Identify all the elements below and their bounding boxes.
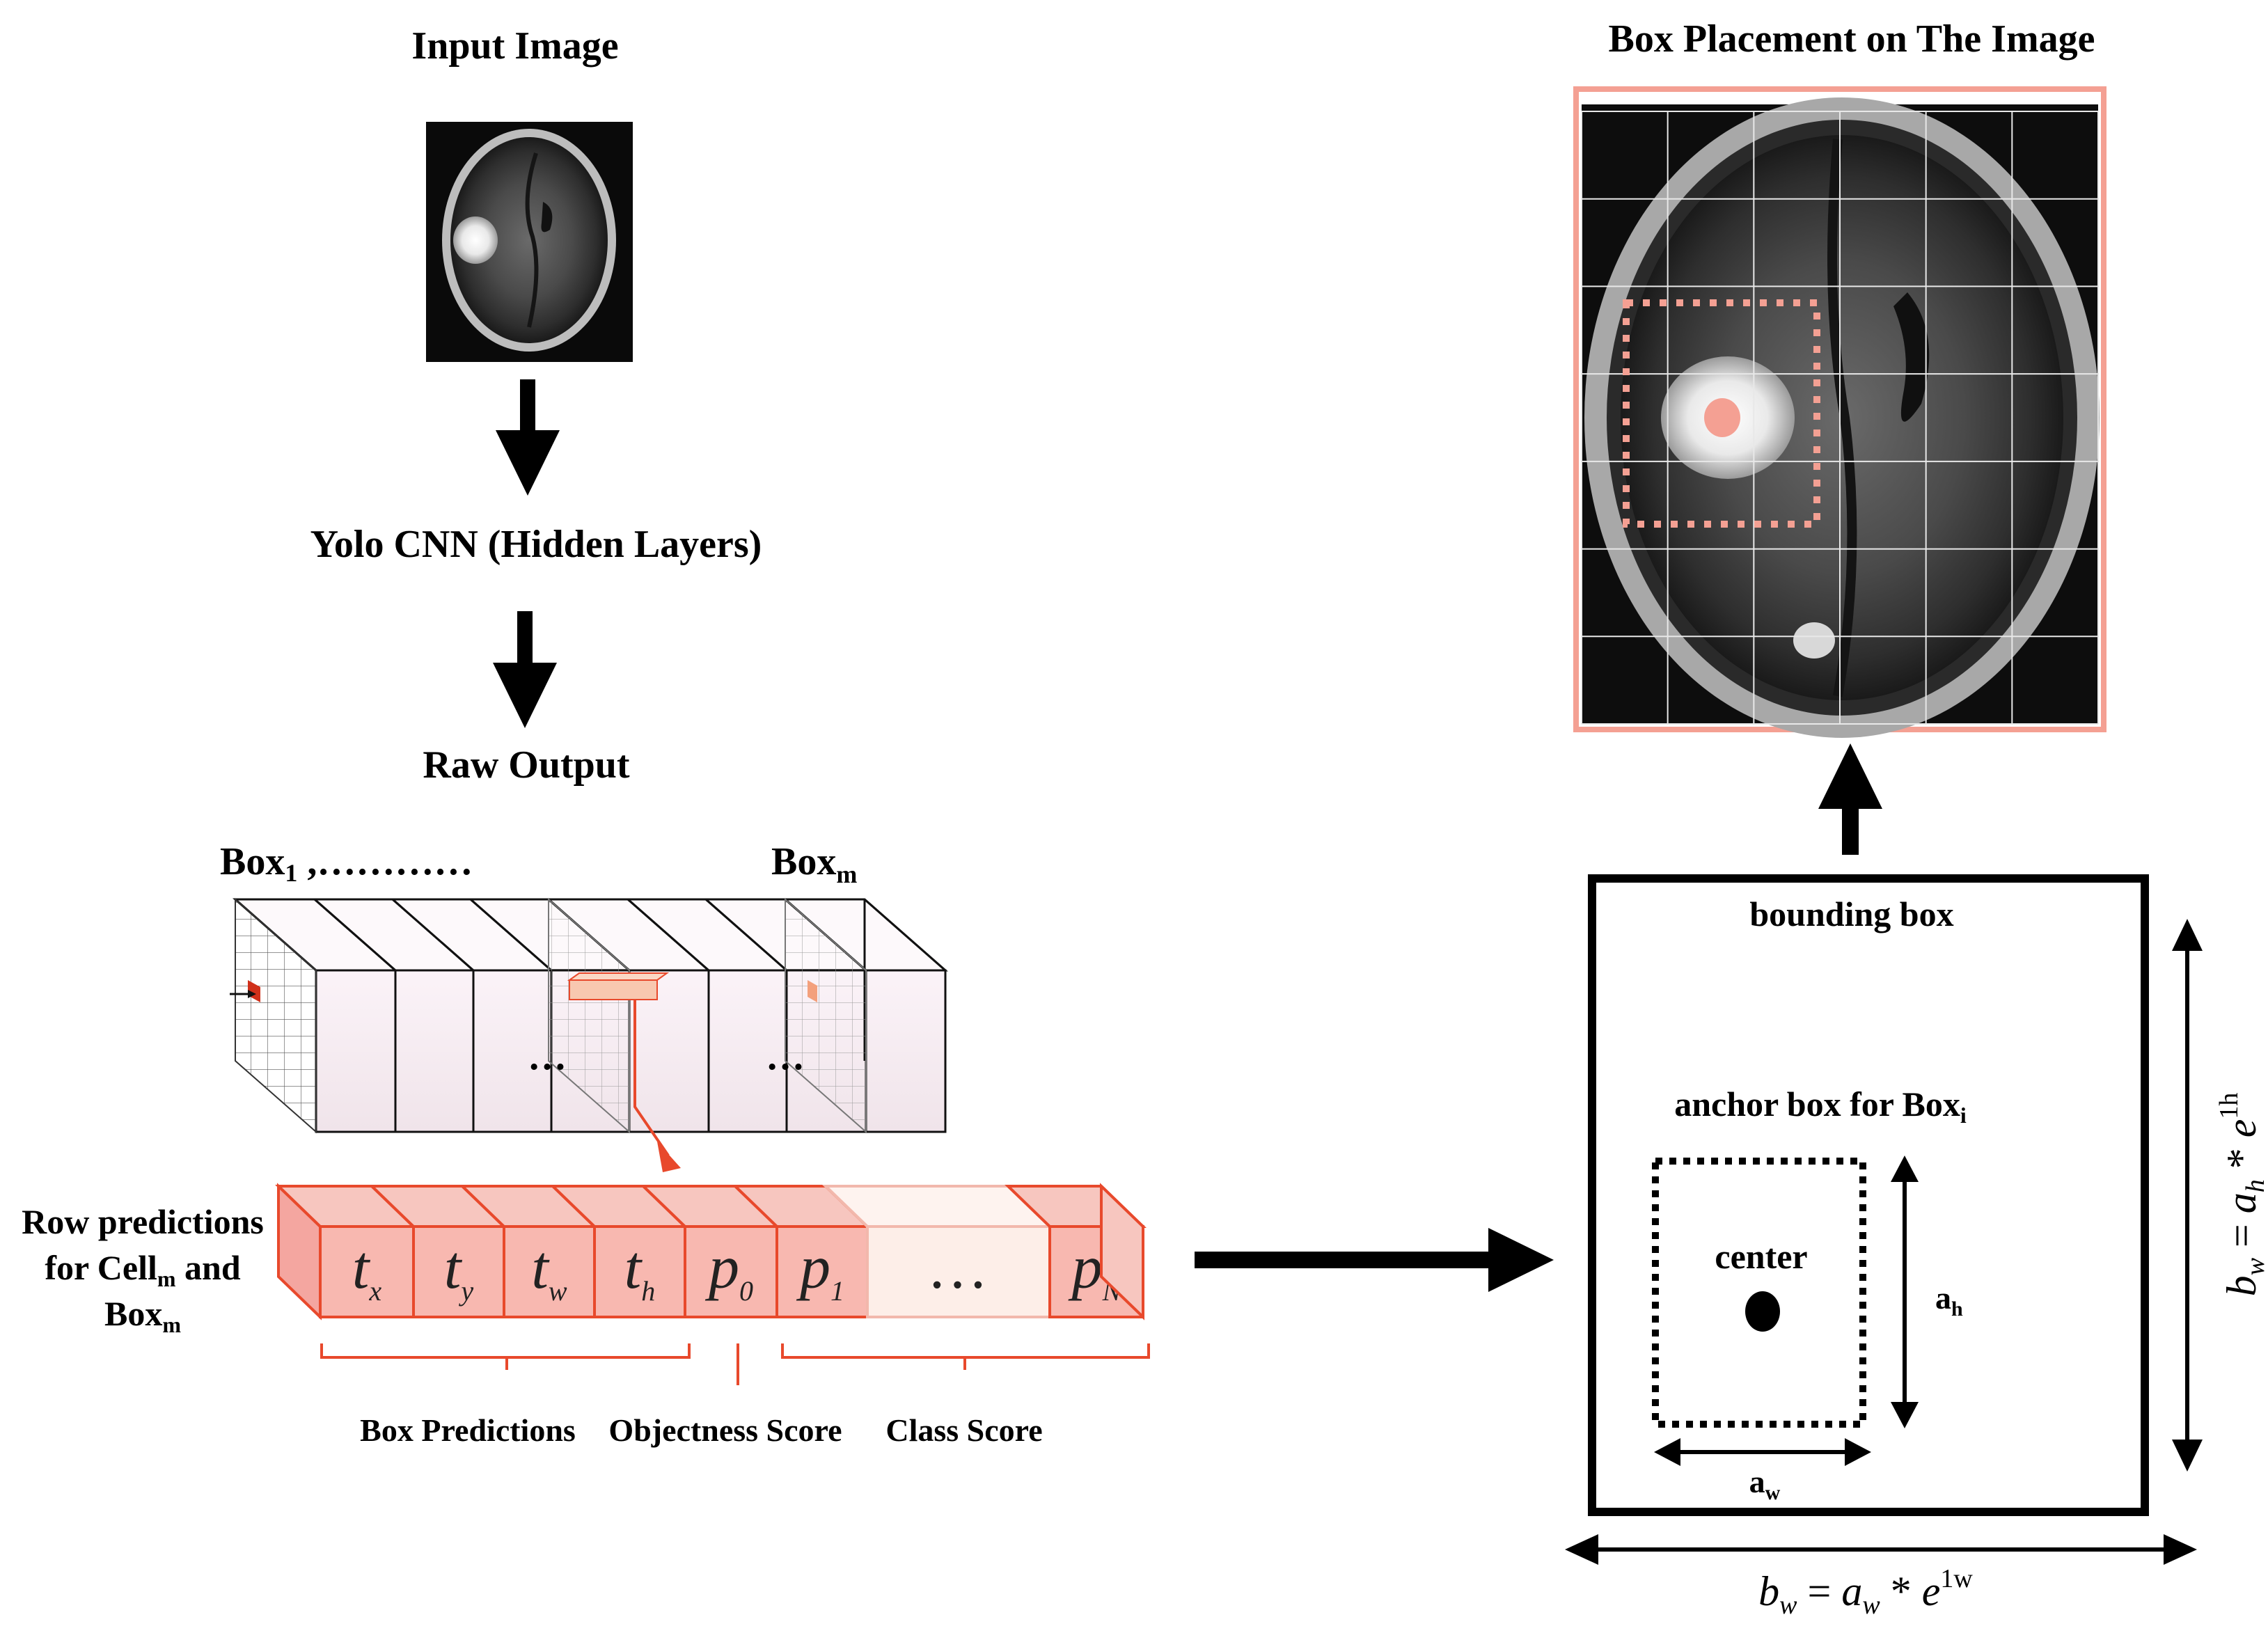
tensor-edge [864,898,946,972]
group-label-objectness: Objectness Score [608,1412,842,1448]
vector-cell [684,1225,778,1318]
last-slice-cell [808,980,817,1002]
placement-grid [1581,111,2099,725]
anchor-box-title: anchor box for Boxi [1674,1085,1967,1128]
tensor-edge [470,898,552,972]
row-link-arrow [633,1000,670,1157]
tensor-front-face [315,969,397,1133]
vector-cell-label: p1 [796,1234,844,1307]
output-tensor: … … [230,897,948,1172]
middle-slice-grid [548,897,630,1134]
vector-cell-label: tw [531,1234,567,1307]
box-first-label: Box1 ,………… [220,840,473,887]
vector-cell [775,1225,869,1318]
brace-box-predictions [320,1343,691,1370]
formula-right: bw = ah * e1h [2214,1093,2268,1297]
vector-cell-label: tx [352,1234,381,1307]
bounding-box-frame [1588,874,2149,1516]
bounding-box-diagram: bounding box anchor box for Boxi center … [1588,874,2149,1516]
yolo-cnn-title: Yolo CNN (Hidden Layers) [310,523,762,566]
group-braces [320,1343,1150,1385]
vector-cell-label: th [624,1234,655,1307]
ah-label: ah [1935,1280,1963,1320]
tensor-edge [627,898,709,972]
box-placement-title: Box Placement on The Image [1609,17,2095,61]
last-slice-grid [785,897,867,1134]
group-label-class-score: Class Score [885,1412,1042,1448]
tensor-front-face [394,969,475,1133]
row-predictions-line1: Row predictions [22,1202,264,1241]
vector-cell-label: ty [444,1234,473,1307]
right-arrow [1195,1228,1554,1292]
anchor-box [1652,1158,1866,1428]
group-label-box-predictions: Box Predictions [360,1412,576,1448]
vector-cell-label: … [931,1234,986,1302]
center-dot [1745,1291,1780,1332]
bh-arrow [2172,919,2203,1472]
first-slice-grid [235,897,317,1134]
up-arrow [1818,743,1882,855]
tensor-edge [392,898,474,972]
row-predictions-line3: Boxm [104,1294,181,1337]
input-image-title: Input Image [411,24,618,68]
tensor-edge [314,898,396,972]
placement-mri-image [1573,86,2106,738]
tensor-ellipsis-2: … [766,1035,805,1078]
vector-end-face [1100,1183,1144,1320]
input-mri-image [426,122,633,362]
placement-center-dot [1704,398,1740,437]
placement-anchor-box [1623,299,1820,528]
down-arrow-1 [496,379,560,496]
tensor-front-face [472,969,553,1133]
row-predictions-line2: for Cellm and [45,1248,240,1291]
aw-label: aw [1749,1464,1781,1504]
first-slice-cell [248,980,260,1002]
raw-output-title: Raw Output [423,743,630,787]
brace-class-score [781,1343,1150,1370]
tensor-edge [705,898,787,972]
vector-cell-label: p0 [704,1234,753,1307]
center-label: center [1715,1237,1807,1276]
bounding-box-title: bounding box [1749,894,1953,933]
highlighted-row [569,979,658,1000]
formula-bottom: bw = aw * e1w [1758,1564,1973,1620]
bw-arrow [1565,1534,2197,1565]
tensor-front-face [865,969,947,1133]
tensor-ellipsis-1: … [528,1035,567,1078]
box-last-label: Boxm [771,840,857,888]
down-arrow-2 [493,611,557,728]
